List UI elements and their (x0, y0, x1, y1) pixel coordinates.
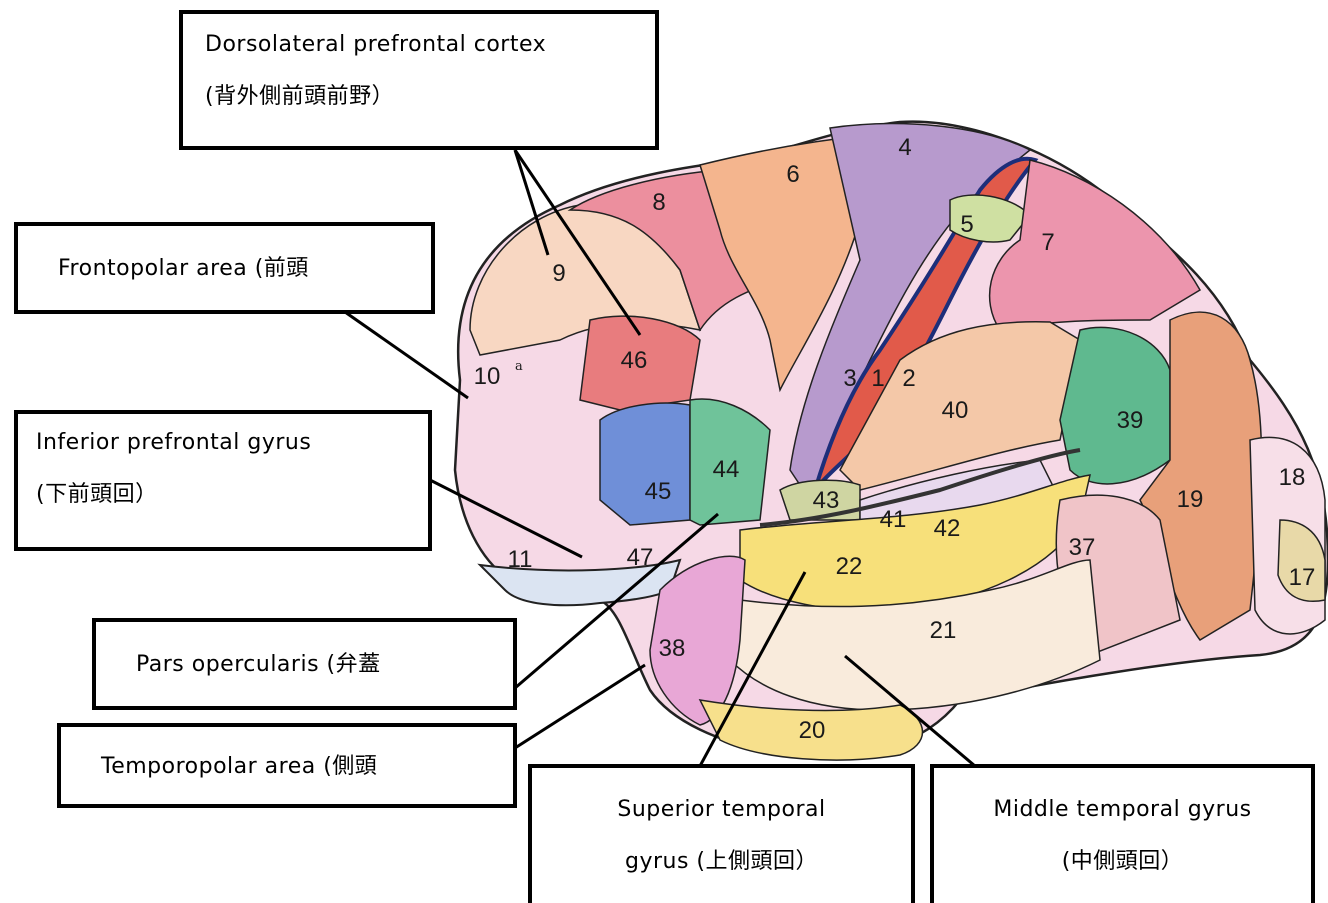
area-label-45: 45 (645, 478, 672, 505)
callout-temporopolar-line1: Temporopolar area (側頭 (101, 741, 513, 793)
callout-superior-temporal-gyrus: Superior temporal gyrus (上側頭回） (528, 764, 915, 903)
area-label-21: 21 (930, 617, 957, 644)
region-45 (600, 403, 690, 525)
area-label-2: 2 (902, 365, 915, 392)
area-label-5: 5 (960, 211, 973, 238)
area-label-4: 4 (898, 134, 911, 161)
area-label-44: 44 (713, 456, 740, 483)
region-39 (1060, 327, 1170, 484)
area-label-37: 37 (1069, 534, 1096, 561)
callout-pars-opercularis: Pars opercularis (弁蓋 (92, 618, 517, 710)
area-label-42: 42 (934, 515, 961, 542)
callout-dlpfc-line2: (背外側前頭前野） (205, 71, 655, 123)
callout-pars-line1: Pars opercularis (弁蓋 (136, 639, 513, 691)
area-label-40: 40 (942, 397, 969, 424)
area-label-46: 46 (621, 347, 648, 374)
callout-mtg-line1: Middle temporal gyrus (934, 784, 1311, 836)
callout-frontopolar-area: Frontopolar area (前頭 (14, 222, 435, 314)
callout-dorsolateral-prefrontal-cortex: Dorsolateral prefrontal cortex (背外側前頭前野） (179, 10, 659, 150)
area-label-10: 10 (474, 363, 501, 390)
area-label-7: 7 (1041, 229, 1054, 256)
callout-ifg-line1: Inferior prefrontal gyrus (36, 417, 428, 469)
area-label-1: 1 (871, 365, 884, 392)
area-label-8: 8 (652, 189, 665, 216)
area-label-10-superscript: a (515, 359, 523, 374)
area-label-20: 20 (799, 717, 826, 744)
callout-ifg-line2: (下前頭回） (36, 469, 428, 521)
area-label-9: 9 (552, 260, 565, 287)
area-label-43: 43 (813, 487, 840, 514)
callout-dlpfc-line1: Dorsolateral prefrontal cortex (205, 19, 655, 71)
area-label-38: 38 (659, 635, 686, 662)
callout-middle-temporal-gyrus: Middle temporal gyrus (中側頭回） (930, 764, 1315, 903)
area-label-17: 17 (1289, 564, 1316, 591)
area-label-41: 41 (880, 506, 907, 533)
callout-mtg-line2: (中側頭回） (934, 836, 1311, 888)
callout-temporopolar-area: Temporopolar area (側頭 (57, 723, 517, 808)
area-label-6: 6 (786, 161, 799, 188)
area-label-47: 47 (627, 544, 654, 571)
area-label-18: 18 (1279, 464, 1306, 491)
area-label-22: 22 (836, 553, 863, 580)
callout-stg-line2: gyrus (上側頭回） (532, 836, 911, 888)
area-label-19: 19 (1177, 486, 1204, 513)
area-label-3: 3 (843, 365, 856, 392)
area-label-11: 11 (508, 546, 533, 573)
callout-stg-line1: Superior temporal (532, 784, 911, 836)
callout-frontopolar-line1: Frontopolar area (前頭 (58, 243, 431, 295)
area-label-39: 39 (1117, 407, 1144, 434)
callout-inferior-prefrontal-gyrus: Inferior prefrontal gyrus (下前頭回） (14, 410, 432, 551)
